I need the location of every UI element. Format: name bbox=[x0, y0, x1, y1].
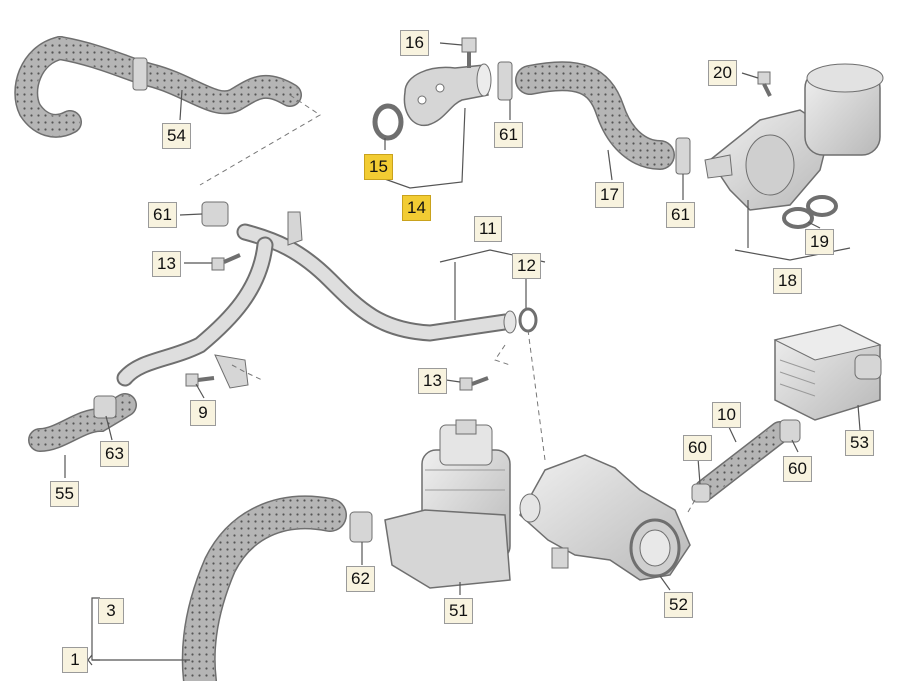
hose-10 bbox=[691, 419, 801, 503]
clamp-61-left bbox=[201, 201, 229, 227]
callout-part-16[interactable]: 16 bbox=[400, 30, 429, 56]
callout-part-3[interactable]: 3 bbox=[98, 598, 124, 624]
oil-filter-housing-51 bbox=[384, 419, 511, 589]
bolts-13 bbox=[185, 253, 489, 391]
hose-17 bbox=[497, 61, 691, 175]
callout-part-18[interactable]: 18 bbox=[773, 268, 802, 294]
seal-ring-15 bbox=[372, 103, 404, 141]
hose-55 bbox=[28, 393, 137, 452]
callout-part-19[interactable]: 19 bbox=[805, 229, 834, 255]
callout-part-13-left[interactable]: 13 bbox=[152, 251, 181, 277]
callout-part-53[interactable]: 53 bbox=[845, 430, 874, 456]
bolt-16 bbox=[461, 37, 477, 68]
dashed-alignment-lines bbox=[199, 94, 696, 513]
callout-part-9[interactable]: 9 bbox=[190, 400, 216, 426]
hose-54 bbox=[14, 36, 302, 138]
callout-part-61-left[interactable]: 61 bbox=[148, 202, 177, 228]
callout-part-13-right[interactable]: 13 bbox=[418, 368, 447, 394]
bolt-20 bbox=[757, 71, 772, 97]
callout-part-54[interactable]: 54 bbox=[162, 123, 191, 149]
leader-lines bbox=[64, 42, 861, 666]
callout-part-14[interactable]: 14 bbox=[402, 195, 431, 221]
callout-part-17[interactable]: 17 bbox=[595, 182, 624, 208]
callout-part-61-top[interactable]: 61 bbox=[494, 122, 523, 148]
thermostat-housing-18 bbox=[704, 63, 884, 211]
callout-part-63[interactable]: 63 bbox=[100, 441, 129, 467]
callout-part-62[interactable]: 62 bbox=[346, 566, 375, 592]
callout-part-20[interactable]: 20 bbox=[708, 60, 737, 86]
callout-part-10[interactable]: 10 bbox=[712, 402, 741, 428]
callout-part-12[interactable]: 12 bbox=[512, 253, 541, 279]
coolant-flange-52 bbox=[519, 454, 691, 581]
callout-part-51[interactable]: 51 bbox=[444, 598, 473, 624]
seal-rings-19 bbox=[782, 195, 838, 229]
seal-ring-12 bbox=[518, 307, 538, 333]
callout-part-55[interactable]: 55 bbox=[50, 481, 79, 507]
hose-bottom bbox=[181, 495, 373, 681]
callout-part-15[interactable]: 15 bbox=[364, 154, 393, 180]
callout-part-11[interactable]: 11 bbox=[474, 216, 502, 242]
callout-part-1[interactable]: 1 bbox=[62, 647, 88, 673]
callout-part-60-right[interactable]: 60 bbox=[783, 456, 812, 482]
callout-part-61-right[interactable]: 61 bbox=[666, 202, 695, 228]
coolant-pipe-11 bbox=[116, 211, 517, 389]
callout-part-60-left[interactable]: 60 bbox=[683, 435, 712, 461]
elbow-flange-14 bbox=[403, 63, 492, 127]
oil-cooler-53 bbox=[773, 324, 882, 421]
callout-part-52[interactable]: 52 bbox=[664, 592, 693, 618]
